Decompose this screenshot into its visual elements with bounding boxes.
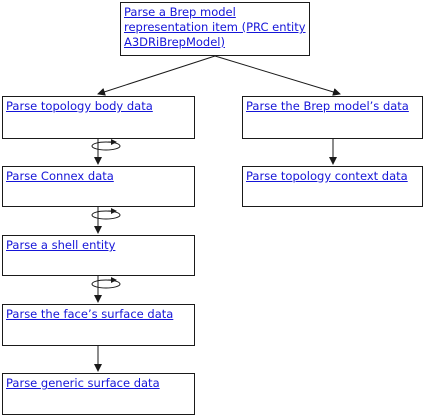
edge-connex-to-shell: [91, 207, 121, 234]
node-topology-context: Parse topology context data: [242, 166, 423, 207]
node-brep-model-data: Parse the Brep model’s data: [242, 96, 423, 139]
node-root: Parse a Brep model representation item (…: [120, 2, 310, 56]
link-parse-brep-model-representation-item[interactable]: Parse a Brep model representation item (…: [124, 5, 306, 49]
link-parse-brep-model-data[interactable]: Parse the Brep model’s data: [246, 99, 409, 113]
node-generic-surface: Parse generic surface data: [2, 373, 195, 415]
node-shell: Parse a shell entity: [2, 235, 195, 276]
link-parse-generic-surface-data[interactable]: Parse generic surface data: [6, 376, 160, 390]
link-parse-topology-body-data[interactable]: Parse topology body data: [6, 99, 153, 113]
edge-root-to-topology-body: [97, 55, 216, 96]
link-parse-face-surface-data[interactable]: Parse the face’s surface data: [6, 307, 174, 321]
edge-root-to-brep-model-data: [214, 55, 341, 96]
link-parse-shell-entity[interactable]: Parse a shell entity: [6, 238, 116, 252]
node-face-surface: Parse the face’s surface data: [2, 304, 195, 346]
link-parse-connex-data[interactable]: Parse Connex data: [6, 169, 114, 183]
node-topology-body: Parse topology body data: [2, 96, 195, 139]
edge-shell-to-face-surface: [91, 276, 121, 303]
node-connex: Parse Connex data: [2, 166, 195, 207]
link-parse-topology-context-data[interactable]: Parse topology context data: [246, 169, 408, 183]
edge-topology-body-to-connex: [91, 139, 121, 165]
